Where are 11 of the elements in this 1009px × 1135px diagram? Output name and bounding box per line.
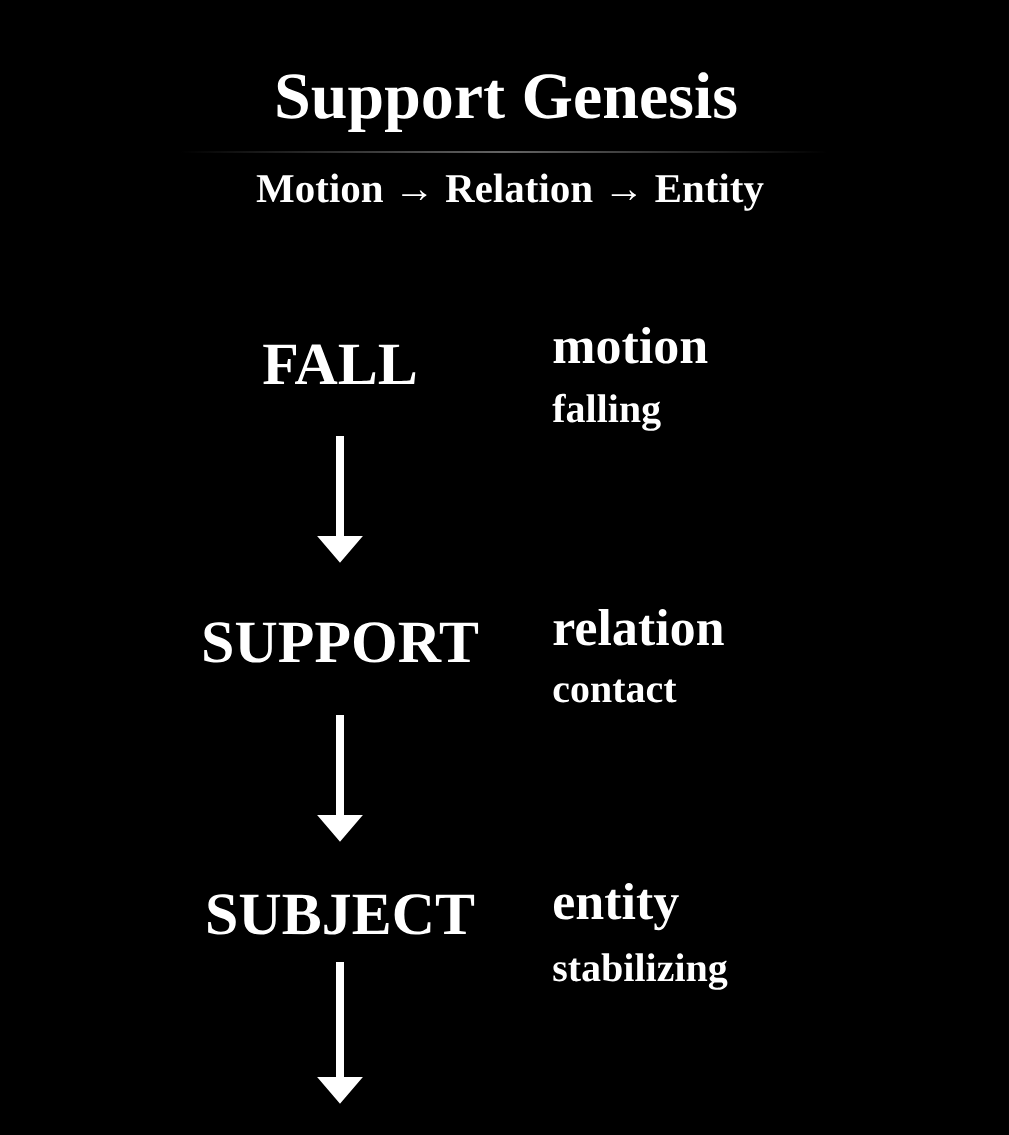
side-label: entity xyxy=(554,882,679,931)
subtitle: Motion → Relation → Entity xyxy=(256,173,764,211)
side-sublabel: falling xyxy=(552,393,661,431)
side-label: relation xyxy=(553,608,724,646)
side-sublabel: stabilizing xyxy=(553,953,728,990)
stage-label: FALL xyxy=(263,344,416,384)
stage-label: SUBJECT xyxy=(208,894,475,935)
side-sublabel: contact xyxy=(553,679,677,703)
title: Support Genesis xyxy=(277,72,737,133)
side-label: motion xyxy=(553,326,708,364)
stage-label: SUPPORT xyxy=(204,622,479,663)
